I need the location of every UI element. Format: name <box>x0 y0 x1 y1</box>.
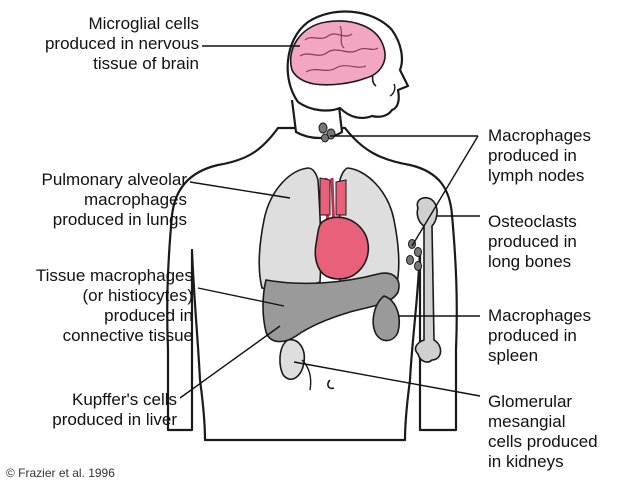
brain-folds <box>299 25 379 73</box>
label-pulmonary: Pulmonary alveolar macrophages produced … <box>41 170 187 229</box>
leader-kupffer <box>179 325 281 399</box>
copyright: © Frazier et al. 1996 <box>6 466 115 480</box>
label-osteoclasts: Osteoclasts produced in long bones <box>488 212 577 271</box>
leader-tissue <box>197 287 285 307</box>
brain <box>289 20 386 86</box>
leader-pulmonary <box>189 181 291 199</box>
label-tissue-macrophages: Tissue macrophages (or histiocytes) prod… <box>35 266 193 345</box>
long-bone <box>414 196 442 363</box>
liver <box>262 272 400 343</box>
label-lymph-nodes: Macrophages produced in lymph nodes <box>488 126 592 185</box>
leader-lines <box>179 45 481 399</box>
leader-glomerular <box>293 361 481 397</box>
label-glomerular: Glomerular mesangial cells produced in k… <box>488 392 598 471</box>
ureter <box>301 359 312 391</box>
navel <box>327 379 335 390</box>
kidney <box>279 338 306 380</box>
leader-lymph-axilla <box>411 135 479 247</box>
lymph-nodes-axilla <box>406 239 422 271</box>
heart <box>314 216 370 280</box>
spleen <box>372 295 400 342</box>
aorta <box>319 177 347 216</box>
label-spleen: Macrophages produced in spleen <box>488 306 592 365</box>
nose-line <box>389 83 396 97</box>
label-kupffer: Kupffer's cells produced in liver <box>52 390 177 429</box>
label-microglial: Microglial cells produced in nervous tis… <box>44 14 199 73</box>
